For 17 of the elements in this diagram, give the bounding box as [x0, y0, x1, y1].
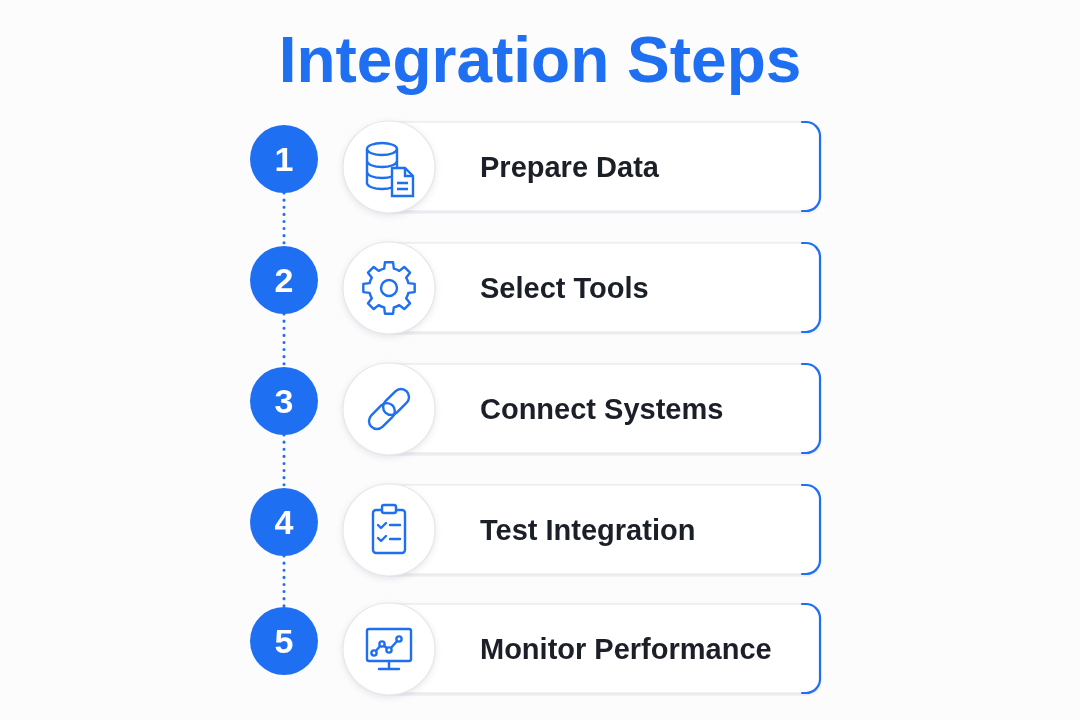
step-card	[342, 241, 822, 335]
dotted-connector	[282, 554, 286, 609]
step-label: Test Integration	[480, 512, 696, 548]
step-number-circle: 5	[250, 607, 318, 675]
step-number-circle: 4	[250, 488, 318, 556]
step-label: Monitor Performance	[480, 631, 772, 667]
step-card	[342, 483, 822, 577]
step-number-circle: 3	[250, 367, 318, 435]
step-label: Prepare Data	[480, 149, 659, 185]
step-number-circle: 1	[250, 125, 318, 193]
step-number-circle: 2	[250, 246, 318, 314]
step-card	[342, 120, 822, 214]
step-card	[342, 602, 822, 696]
step-label: Connect Systems	[480, 391, 724, 427]
step-label: Select Tools	[480, 270, 649, 306]
step-card	[342, 362, 822, 456]
title: Integration Steps	[278, 24, 802, 98]
